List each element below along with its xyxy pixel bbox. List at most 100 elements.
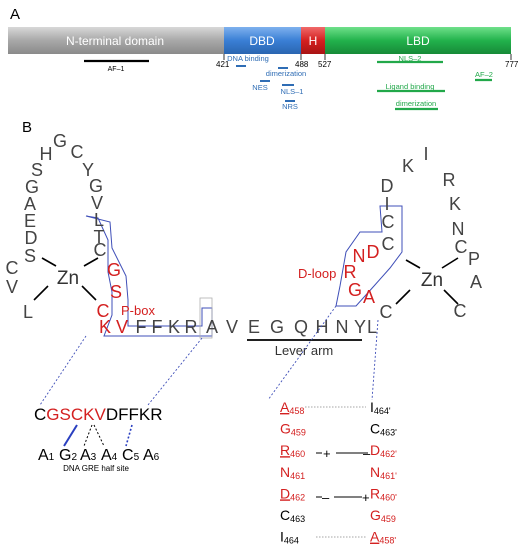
gre-base: A6 [143,447,160,464]
boundary-488: 488 [295,60,309,69]
af2-label: AF–2 [475,70,493,79]
dbd-segment [224,27,301,54]
gre-base-letter: A [143,447,154,464]
dimer-left-residue-number: 458 [289,406,304,416]
dimer-left-residue-number: 460 [290,449,305,459]
dimer-right-residue: N461' [370,464,397,481]
linker-residue: L [367,317,377,337]
residue: G [89,176,103,196]
dimer-right-residue-letter: R [370,485,380,501]
salt-bridge-plus-right: + [362,490,370,505]
linker-residues: F F K R A V E G Q H N Y L [136,317,378,337]
gre-base: G2 [59,447,77,464]
boundary-527: 527 [318,60,332,69]
gre-base-index: 6 [154,452,160,463]
nls2-label: NLS–2 [399,54,422,63]
pbox-residue: K [99,317,111,337]
dloop-residue: R [344,262,357,282]
residue: C [380,302,393,322]
pbox-residue: S [110,282,122,302]
dimer-right-residue-letter: N [370,464,380,480]
residue: V [6,277,18,297]
dimer-left-residue-number: 464 [284,536,299,546]
n-terminal-domain-label: N-terminal domain [66,34,164,48]
hinge-label: H [309,34,318,48]
salt-bridge-minus-left: – [322,490,330,505]
dloop-residue: D [367,242,380,262]
dimer-left-residue-number: 462 [290,492,305,502]
dna-binding-label: DNA binding [227,54,269,63]
dimer-right-residue-number: 463' [380,428,397,438]
dimer-left-residue-letter: C [280,507,290,523]
dimer-right-residue-number: 464' [374,406,391,416]
gre-base: A1 [38,447,55,464]
dimer-right-residue-number: 461' [380,471,397,481]
residue: H [40,144,53,164]
linker-residue: G [270,317,284,337]
residue: N [452,219,465,239]
zn-bonds [33,257,459,305]
contact-k-g2 [63,424,78,447]
af1-label: AF–1 [108,66,125,73]
residue: C [454,301,467,321]
residue: S [31,160,43,180]
gre-half-site: A1 G2 A3 A4 C5 A6 [38,447,160,464]
linker-residue: Q [294,317,308,337]
boundary-777: 777 [505,60,519,69]
pbox-residue: C [97,301,110,321]
dimer-left-residue: N461 [280,464,305,481]
residue: R [443,170,456,190]
gre-base-index: 2 [71,452,77,463]
dimer-right-residue-letter: C [370,421,380,437]
dna-recognition-sequence: CGSCKVDFFKR [34,405,162,424]
gre-base-index: 5 [134,452,140,463]
dimerization-dbd-label: dimerization [266,69,306,78]
dimer-left-residue-letter: A [280,399,290,415]
panel-b-label: B [22,119,32,136]
residue: D [25,228,38,248]
dimer-left-residue-letter: I [280,529,284,545]
lbd-label: LBD [406,34,430,48]
residue: C [455,237,468,257]
dloop-label: D-loop [298,266,336,281]
salt-bridge-lines [316,452,368,498]
lbd-segment [325,27,511,54]
gre-base: A4 [101,447,118,464]
dimer-left-residue-number: 463 [290,514,305,524]
dimer-right-residue: R460' [370,485,397,502]
dimer-left-residue: I464 [280,529,299,546]
dimer-right-residue-number: 462' [380,449,397,459]
seq-c: C [34,405,46,424]
nrs-label: NRS [282,102,298,111]
dimer-right-residue-number: 459 [381,514,396,524]
residue: G [25,177,39,197]
gre-base-index: 1 [49,452,55,463]
dimer-right-residue-letter: I [370,399,374,415]
residue: L [23,302,33,322]
linker-residue: Y [354,317,366,337]
salt-bridge-plus-left: + [323,446,331,461]
dimer-right-residue: D462' [370,442,397,459]
dimer-right-residue: G459 [370,507,396,524]
dimer-left-residue-letter: R [280,442,290,458]
zinc-right: Zn [421,270,443,291]
dimer-right-residue-number: 458' [379,536,396,546]
dimer-left-residue-letter: G [280,421,291,437]
gre-base-index: 3 [91,452,97,463]
contact-r-c5 [125,424,133,447]
seq-black-part: DFFKR [106,405,163,424]
residue: A [470,272,482,292]
gre-base-letter: A [38,447,49,464]
residue: S [24,246,36,266]
residue: C [6,258,19,278]
residue: I [423,144,428,164]
dimer-left-residue: A458 [280,399,304,416]
gre-label: DNA GRE half site [63,464,129,473]
pbox-label: P-box [121,303,155,318]
residue: G [53,131,67,151]
linker-residue: F [136,317,147,337]
projection-lines [39,305,379,406]
domain-boundaries [223,54,512,60]
residue: A [24,194,36,214]
residue: L [94,210,104,230]
